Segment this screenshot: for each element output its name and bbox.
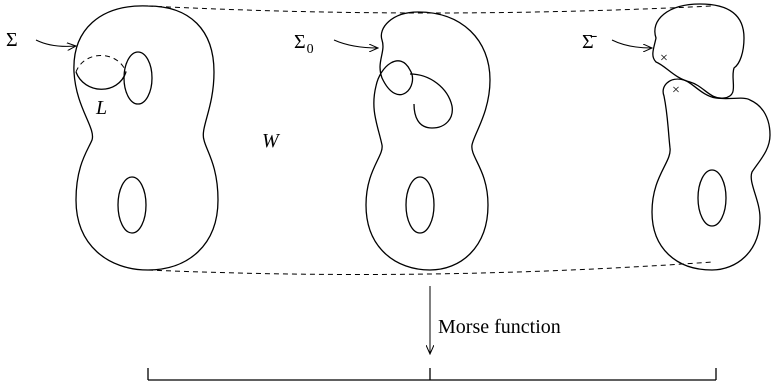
upper-hole <box>123 51 153 105</box>
label-cobordism-W: W <box>262 130 281 152</box>
cobordism-top-boundary <box>147 5 713 14</box>
label-sigma0: Σ0 <box>294 31 314 57</box>
sigma0-pointer-arrow <box>333 39 378 48</box>
interval-bracket <box>147 368 717 381</box>
surface-sigma0 <box>365 11 491 271</box>
cobordism-bottom-boundary <box>147 261 713 275</box>
lower-hole <box>697 169 727 227</box>
lower-hole <box>117 176 147 234</box>
morse-function-label: Morse function <box>438 316 561 338</box>
loop-L-back <box>75 55 127 73</box>
sigma-pointer-arrow <box>35 39 76 46</box>
label-sigma: Σ <box>6 29 18 51</box>
surface-sigma-bar: × × <box>651 3 771 271</box>
critical-point-lower: × <box>672 83 680 98</box>
loop-L-front <box>75 71 127 90</box>
surface-sigma <box>73 5 219 271</box>
critical-point-upper: × <box>660 51 668 66</box>
label-loop-L: L <box>95 97 107 119</box>
label-sigma-bar: Σ̄ <box>582 31 598 53</box>
inner-fold <box>409 73 453 129</box>
lower-hole <box>405 176 435 234</box>
sigma-bar-pointer-arrow <box>611 39 652 48</box>
